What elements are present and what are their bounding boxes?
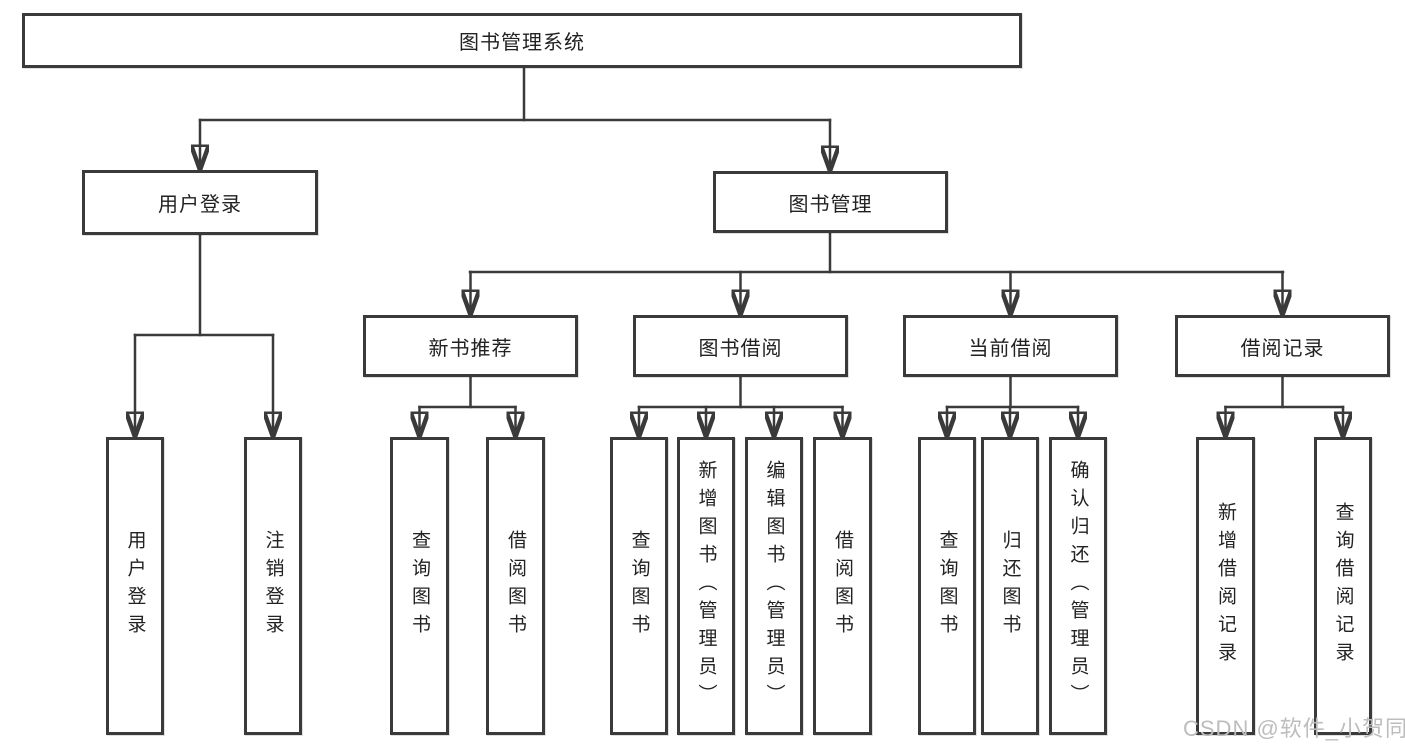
- node-leaf-query-borrow-record: 查询借阅记录: [1314, 437, 1372, 735]
- node-borrow-records: 借阅记录: [1175, 315, 1390, 377]
- node-user-login: 用户登录: [82, 170, 318, 235]
- node-label: 借阅图书: [505, 530, 526, 642]
- node-leaf-confirm-return-admin: 确认归还（管理员）: [1049, 437, 1107, 735]
- node-leaf-query-books-1: 查询图书: [390, 437, 449, 735]
- node-label: 借阅图书: [832, 530, 853, 642]
- node-leaf-add-borrow-record: 新增借阅记录: [1196, 437, 1255, 735]
- node-book-management: 图书管理: [713, 171, 948, 233]
- node-label: 图书管理: [788, 193, 873, 216]
- node-label: 注销登录: [262, 530, 284, 642]
- node-label: 当前借阅: [968, 337, 1053, 360]
- node-leaf-user-login: 用户登录: [106, 437, 164, 735]
- watermark: CSDN @软件_小贺同学: [1183, 716, 1405, 741]
- node-label: 确认归还（管理员）: [1067, 460, 1089, 712]
- node-label: 查询图书: [628, 530, 650, 642]
- node-leaf-query-books-3: 查询图书: [918, 437, 976, 735]
- node-label: 新书推荐: [428, 337, 513, 360]
- node-leaf-edit-books-admin: 编辑图书（管理员）: [745, 437, 803, 735]
- node-new-book-recommend: 新书推荐: [363, 315, 578, 377]
- node-leaf-borrow-books-2: 借阅图书: [813, 437, 872, 735]
- node-label: 用户登录: [158, 194, 242, 216]
- node-book-borrow: 图书借阅: [633, 315, 848, 377]
- node-label: 新增借阅记录: [1215, 502, 1236, 670]
- node-root-system: 图书管理系统: [22, 13, 1022, 68]
- node-leaf-return-books: 归还图书: [981, 437, 1039, 735]
- node-leaf-borrow-books-1: 借阅图书: [486, 437, 545, 735]
- node-label: 借阅记录: [1240, 337, 1325, 360]
- node-label: 新增图书（管理员）: [695, 460, 717, 712]
- node-label: 查询借阅记录: [1332, 502, 1354, 670]
- node-current-borrow: 当前借阅: [903, 315, 1118, 377]
- node-leaf-add-books-admin: 新增图书（管理员）: [677, 437, 735, 735]
- node-label: 编辑图书（管理员）: [763, 460, 785, 712]
- node-label: 归还图书: [999, 530, 1021, 642]
- node-label: 图书借阅: [698, 337, 783, 360]
- node-label: 用户登录: [124, 530, 146, 642]
- node-label: 图书管理系统: [459, 32, 585, 54]
- node-label: 查询图书: [409, 530, 430, 642]
- node-label: 查询图书: [936, 530, 958, 642]
- node-leaf-logout: 注销登录: [244, 437, 302, 735]
- node-leaf-query-books-2: 查询图书: [610, 437, 668, 735]
